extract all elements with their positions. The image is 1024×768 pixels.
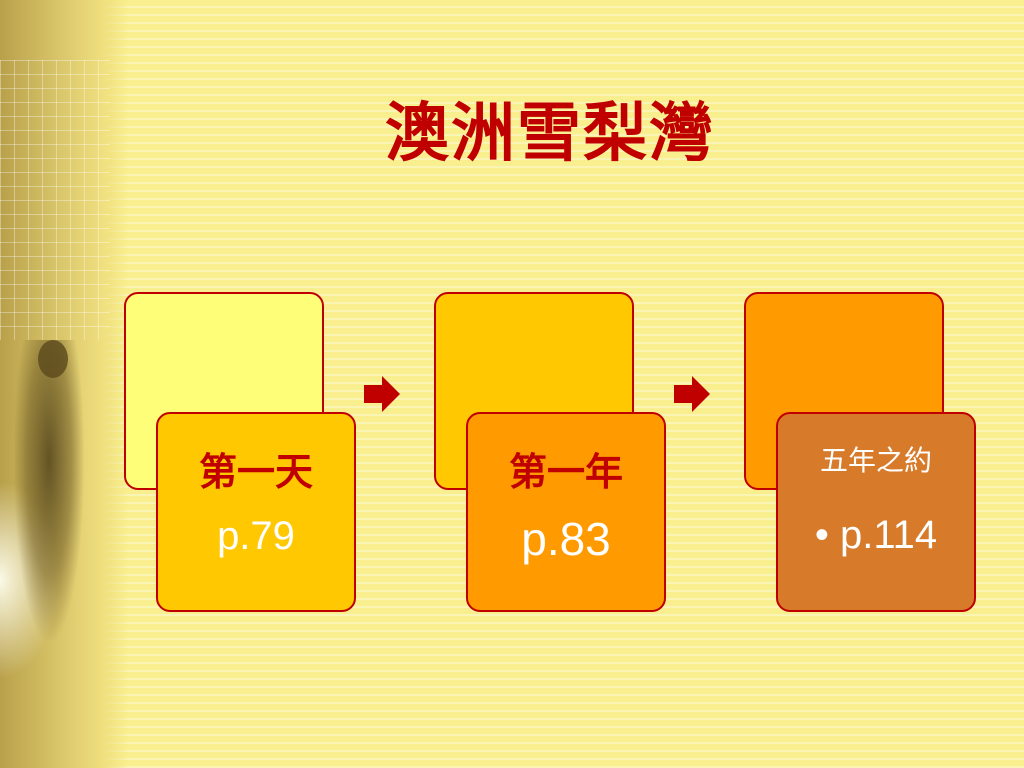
right-arrow-icon xyxy=(674,376,710,412)
step-3-page: • p.114 xyxy=(814,512,938,557)
step-1-page: p.79 xyxy=(217,513,295,558)
step-2-title: 第一年 xyxy=(508,450,623,494)
step-2-card: 第一年 p.83 xyxy=(466,412,666,612)
side-photo-decoration xyxy=(0,0,130,768)
person-head xyxy=(38,340,68,378)
step-2-page: p.83 xyxy=(521,512,611,565)
step-3-title: 五年之約 xyxy=(819,444,932,477)
slide-title: 澳洲雪梨灣 xyxy=(385,96,715,171)
step-1-card: 第一天 p.79 xyxy=(156,412,356,612)
step-1-title: 第一天 xyxy=(198,450,313,494)
person-silhouette xyxy=(14,340,84,640)
grid-pattern xyxy=(0,60,110,340)
right-arrow-icon xyxy=(364,376,400,412)
step-3-card: 五年之約 • p.114 xyxy=(776,412,976,612)
